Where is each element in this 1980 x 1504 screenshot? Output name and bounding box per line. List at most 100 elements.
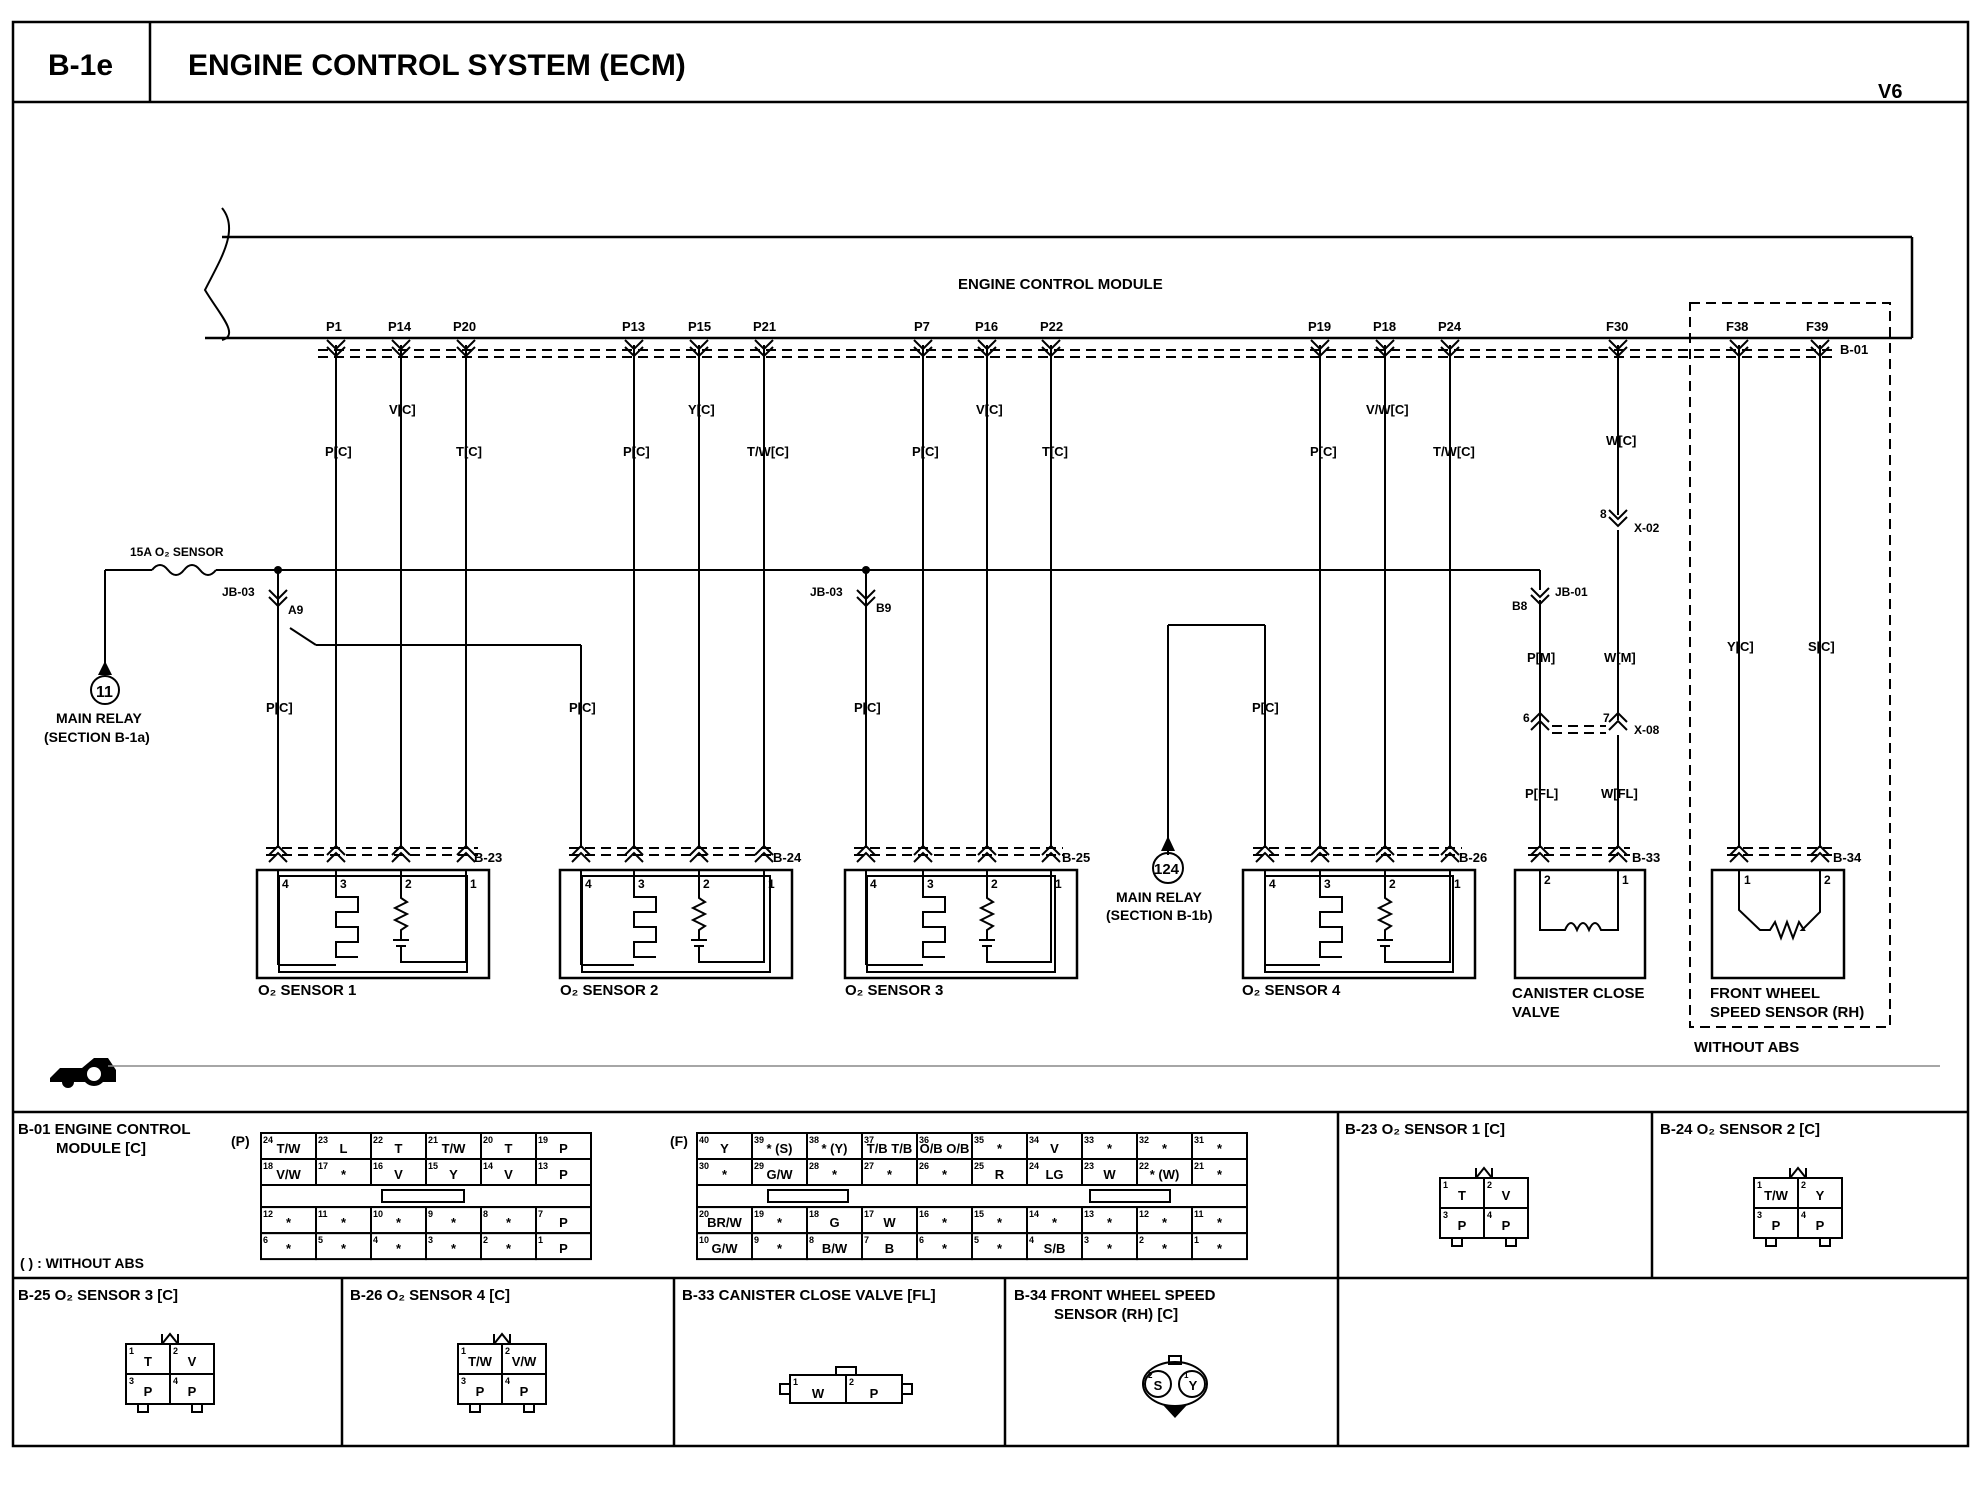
pin-number: 16 (373, 1161, 383, 1171)
pin-number: 1 (1443, 1180, 1448, 1190)
pin-color: W (1103, 1167, 1116, 1182)
pin-color: * (341, 1241, 347, 1256)
pin-number: 22 (1139, 1161, 1149, 1171)
pin-number: 18 (263, 1161, 273, 1171)
ecm-pin: F39 (1806, 319, 1828, 334)
ecm-pin: P13 (622, 319, 645, 334)
wire-label: T/W[C] (1433, 444, 1475, 459)
pin-color: P (1458, 1218, 1467, 1233)
pin-number: 19 (754, 1209, 764, 1219)
ecm-pin: P24 (1438, 319, 1462, 334)
pin-color: * (1052, 1215, 1058, 1230)
pin-number: 3 (129, 1376, 134, 1386)
ecm-pin: P19 (1308, 319, 1331, 334)
pin-number: 23 (1084, 1161, 1094, 1171)
pin-number: 2 (173, 1346, 178, 1356)
pin-color: V/W (276, 1167, 301, 1182)
svg-text:2: 2 (1148, 1371, 1153, 1380)
ecm-connector-label: B-01 (1840, 342, 1868, 357)
pin-color: * (1217, 1141, 1223, 1156)
pin-number: 13 (538, 1161, 548, 1171)
pin-number: 2 (1389, 877, 1396, 891)
pin-number: 3 (927, 877, 934, 891)
wires (104, 345, 1821, 855)
pin-color: * (341, 1215, 347, 1230)
pin-color: T (144, 1354, 152, 1369)
pin-color: * (286, 1241, 292, 1256)
relay-ref-number: 11 (96, 684, 113, 701)
pin-color: * (341, 1167, 347, 1182)
wire-label: Y[C] (688, 402, 715, 417)
ground-arrow-icon (98, 661, 112, 675)
fuse-symbol (151, 564, 185, 576)
heater-element-icon (335, 876, 359, 958)
without-abs-enclosure (1689, 302, 1891, 1028)
svg-text:S: S (1154, 1378, 1163, 1393)
pin-number: 11 (1194, 1209, 1204, 1219)
pin-color: * (506, 1215, 512, 1230)
relay-ref-circle (90, 675, 120, 705)
pin-number: 6 (919, 1235, 924, 1245)
ecm-pin: P15 (688, 319, 711, 334)
pin-color: * (942, 1241, 948, 1256)
wire-label: T[C] (456, 444, 482, 459)
pin-number: 2 (1544, 873, 1551, 887)
pin-color: O/B O/B (920, 1141, 970, 1156)
pin-number: 1 (1454, 877, 1461, 891)
vehicle-icon (50, 1058, 116, 1088)
pin-color: * (997, 1215, 1003, 1230)
section-code: B-1e (48, 49, 113, 82)
pin-number: 10 (373, 1209, 383, 1219)
wire-label: V[C] (389, 402, 416, 417)
pin-color: G/W (712, 1241, 739, 1256)
pin-number: 2 (483, 1235, 488, 1245)
pin-number: 21 (428, 1135, 438, 1145)
pin-number: 3 (1084, 1235, 1089, 1245)
relay-name: MAIN RELAY (1116, 889, 1202, 905)
wire-label: T/W[C] (747, 444, 789, 459)
pin-number: 37 (864, 1135, 874, 1145)
wire-label: P[C] (569, 700, 596, 715)
pin-number: 4 (1029, 1235, 1034, 1245)
pin-number: 38 (809, 1135, 819, 1145)
pin-color: * (S) (767, 1141, 793, 1156)
pin-color: G/W (767, 1167, 794, 1182)
wire-label: P[M] (1527, 650, 1555, 665)
pin-number: 2 (1801, 1180, 1806, 1190)
pin-number: 2 (1824, 873, 1831, 887)
pin-color: T (395, 1141, 403, 1156)
connector-tables: B-01 ENGINE CONTROL MODULE [C] (P) (F) (… (13, 1110, 1968, 1446)
pin-color: * (1107, 1241, 1113, 1256)
pin-number: 4 (282, 877, 289, 891)
wire-label: P[C] (1310, 444, 1337, 459)
pin-number: 31 (1194, 1135, 1204, 1145)
pin-number: 33 (1084, 1135, 1094, 1145)
pin-number: 1 (1757, 1180, 1762, 1190)
pin-number: 3 (461, 1376, 466, 1386)
pin-number: 29 (754, 1161, 764, 1171)
pin-color: * (Y) (822, 1141, 848, 1156)
pin-number: 1 (1744, 873, 1751, 887)
pin-color: B/W (822, 1241, 848, 1256)
pin-color: * (997, 1141, 1003, 1156)
jb-pin-label: B8 (1512, 599, 1528, 613)
pin-color: * (W) (1150, 1167, 1180, 1182)
pin-number: 8 (483, 1209, 488, 1219)
connector-label: X-02 (1634, 521, 1660, 535)
jb-label: JB-01 (1555, 585, 1588, 599)
pin-number: 2 (991, 877, 998, 891)
pin-number: 11 (318, 1209, 328, 1219)
jb-label: JB-03 (810, 585, 843, 599)
pin-color: P (559, 1241, 568, 1256)
pin-number: 4 (1487, 1210, 1492, 1220)
engine-control-module: ENGINE CONTROL MODULE (203, 207, 1914, 341)
pin-color: * (1162, 1141, 1168, 1156)
pin-color: * (506, 1241, 512, 1256)
pin-color: V (1502, 1188, 1511, 1203)
component-name: FRONT WHEEL (1710, 985, 1820, 1002)
pin-color: V (394, 1167, 403, 1182)
pin-color: V (188, 1354, 197, 1369)
